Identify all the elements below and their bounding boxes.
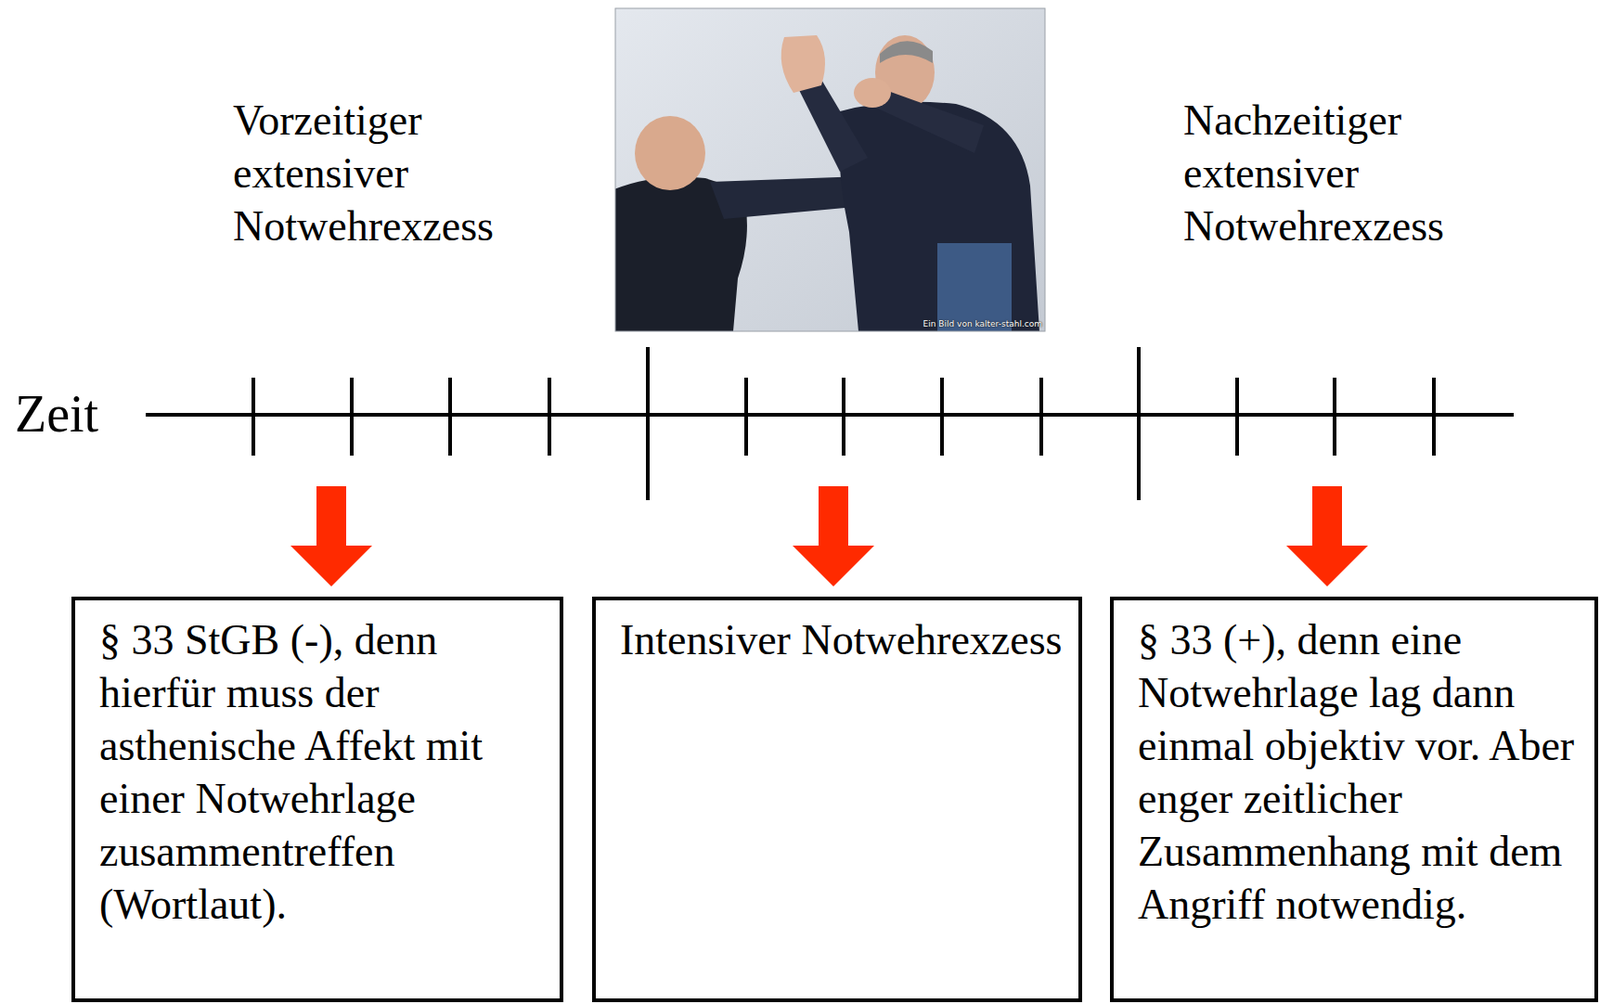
tick [1039, 377, 1044, 456]
text-box: § 33 StGB (-), denn hierfür muss der ast… [71, 596, 564, 1003]
text-box: § 33 (+), denn eine Notwehrlage lag dann… [1109, 596, 1599, 1003]
tick [1332, 377, 1337, 456]
long-tick [1136, 347, 1141, 501]
defender-hair [879, 40, 933, 64]
tick [251, 377, 256, 456]
tick [744, 377, 749, 456]
defender-jeans [937, 243, 1012, 332]
tick [1235, 377, 1239, 456]
red-arrow [792, 486, 875, 587]
long-tick [645, 347, 650, 501]
phase-heading: Nachzeitiger extensiver Notwehrexzess [1183, 93, 1471, 253]
box-text: § 33 (+), denn eine Notwehrlage lag dann… [1137, 613, 1582, 931]
watermark: Ein Bild von kalter-stahl.com [904, 319, 1043, 330]
tick [841, 377, 846, 456]
tick [349, 377, 354, 456]
box-text: Intensiver Notwehrexzess [619, 613, 1066, 667]
defender-blocking-hand [853, 77, 891, 108]
tick [940, 377, 944, 456]
axis-label: Zeit [14, 383, 136, 446]
phase-heading: Vorzeitiger extensiver Notwehrexzess [232, 93, 521, 253]
timeline-ticks [253, 347, 1434, 501]
tick [547, 377, 552, 456]
red-arrow [1286, 486, 1368, 587]
photo [615, 8, 1046, 332]
tick [448, 377, 452, 456]
tick [1432, 377, 1436, 456]
attacker-head [634, 116, 706, 191]
box-text: § 33 StGB (-), denn hierfür muss der ast… [99, 613, 547, 931]
photo-frame [615, 8, 1046, 332]
text-box: Intensiver Notwehrexzess [592, 596, 1083, 1003]
red-arrow [290, 486, 373, 587]
defender-raised-hand [781, 35, 826, 93]
